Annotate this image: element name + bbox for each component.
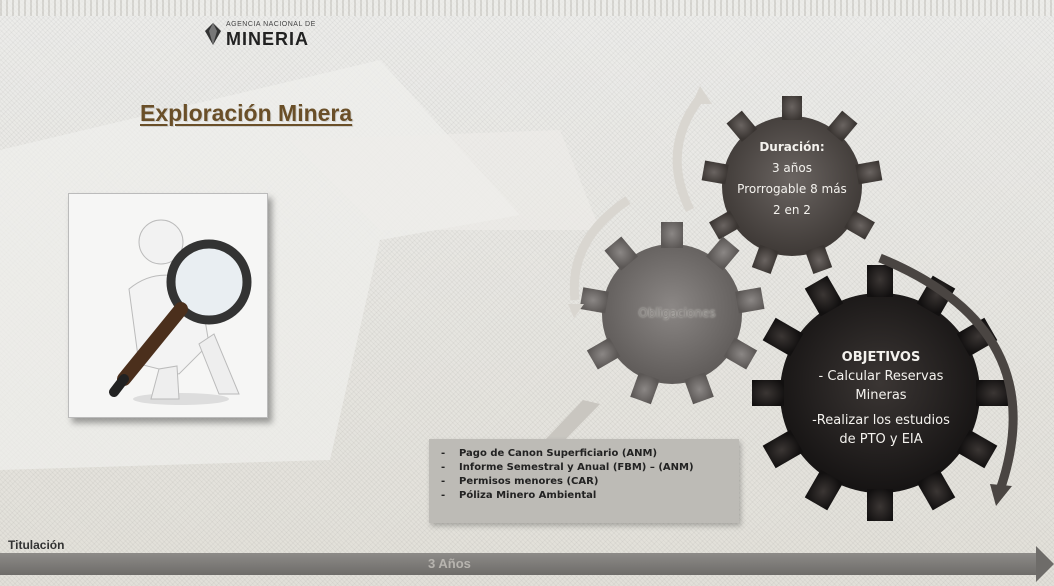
agency-logo: AGENCIA NACIONAL DE MINERIA <box>204 20 324 50</box>
duration-line: 2 en 2 <box>773 203 811 217</box>
duration-heading: Duración: <box>759 140 825 154</box>
obligation-item: Informe Semestral y Anual (FBM) – (ANM) <box>441 461 739 475</box>
obligation-item: Pago de Canon Superficiario (ANM) <box>441 447 739 461</box>
logo-big-text: MINERIA <box>226 29 309 49</box>
objectives-line: - Calcular Reservas <box>818 369 944 384</box>
timeline-duration-label: 3 Años <box>428 556 471 571</box>
connector-pointer <box>545 400 600 445</box>
obligations-list: Pago de Canon Superficiario (ANM) Inform… <box>429 439 739 503</box>
obligations-gear <box>579 222 765 405</box>
obligations-label: Obligaciones <box>638 306 716 320</box>
objectives-line: de PTO y EIA <box>839 432 923 447</box>
logo-small-text: AGENCIA NACIONAL DE <box>226 21 316 28</box>
obligation-item: Póliza Minero Ambiental <box>441 489 739 503</box>
timeline-arrow-icon <box>1036 546 1054 582</box>
timeline-bar <box>0 553 1040 575</box>
top-border-strip <box>0 0 1054 16</box>
cycle-arrow-right <box>878 253 1018 506</box>
obligation-item: Permisos menores (CAR) <box>441 475 739 489</box>
duration-text: Duración: 3 años Prorrogable 8 más 2 en … <box>722 137 862 221</box>
objectives-line: Mineras <box>855 388 907 403</box>
objectives-gear <box>752 265 1008 521</box>
magnifier-figure-icon <box>109 219 252 405</box>
duration-line: Prorrogable 8 más <box>737 182 847 196</box>
cycle-arrow-top <box>672 86 712 213</box>
obligations-list-box: Pago de Canon Superficiario (ANM) Inform… <box>429 439 739 523</box>
duration-line: 3 años <box>771 161 812 175</box>
mining-diamond-icon <box>205 23 221 45</box>
objectives-line: -Realizar los estudios <box>812 413 950 428</box>
page-title: Exploración Minera <box>140 100 353 126</box>
objectives-text: OBJETIVOS - Calcular Reservas Mineras -R… <box>792 348 970 449</box>
magnifier-figure-image <box>68 193 268 418</box>
cycle-arrow-left <box>568 196 631 318</box>
objectives-heading: OBJETIVOS <box>841 350 921 365</box>
timeline-start-label: Titulación <box>8 538 65 552</box>
duration-gear <box>701 96 883 274</box>
